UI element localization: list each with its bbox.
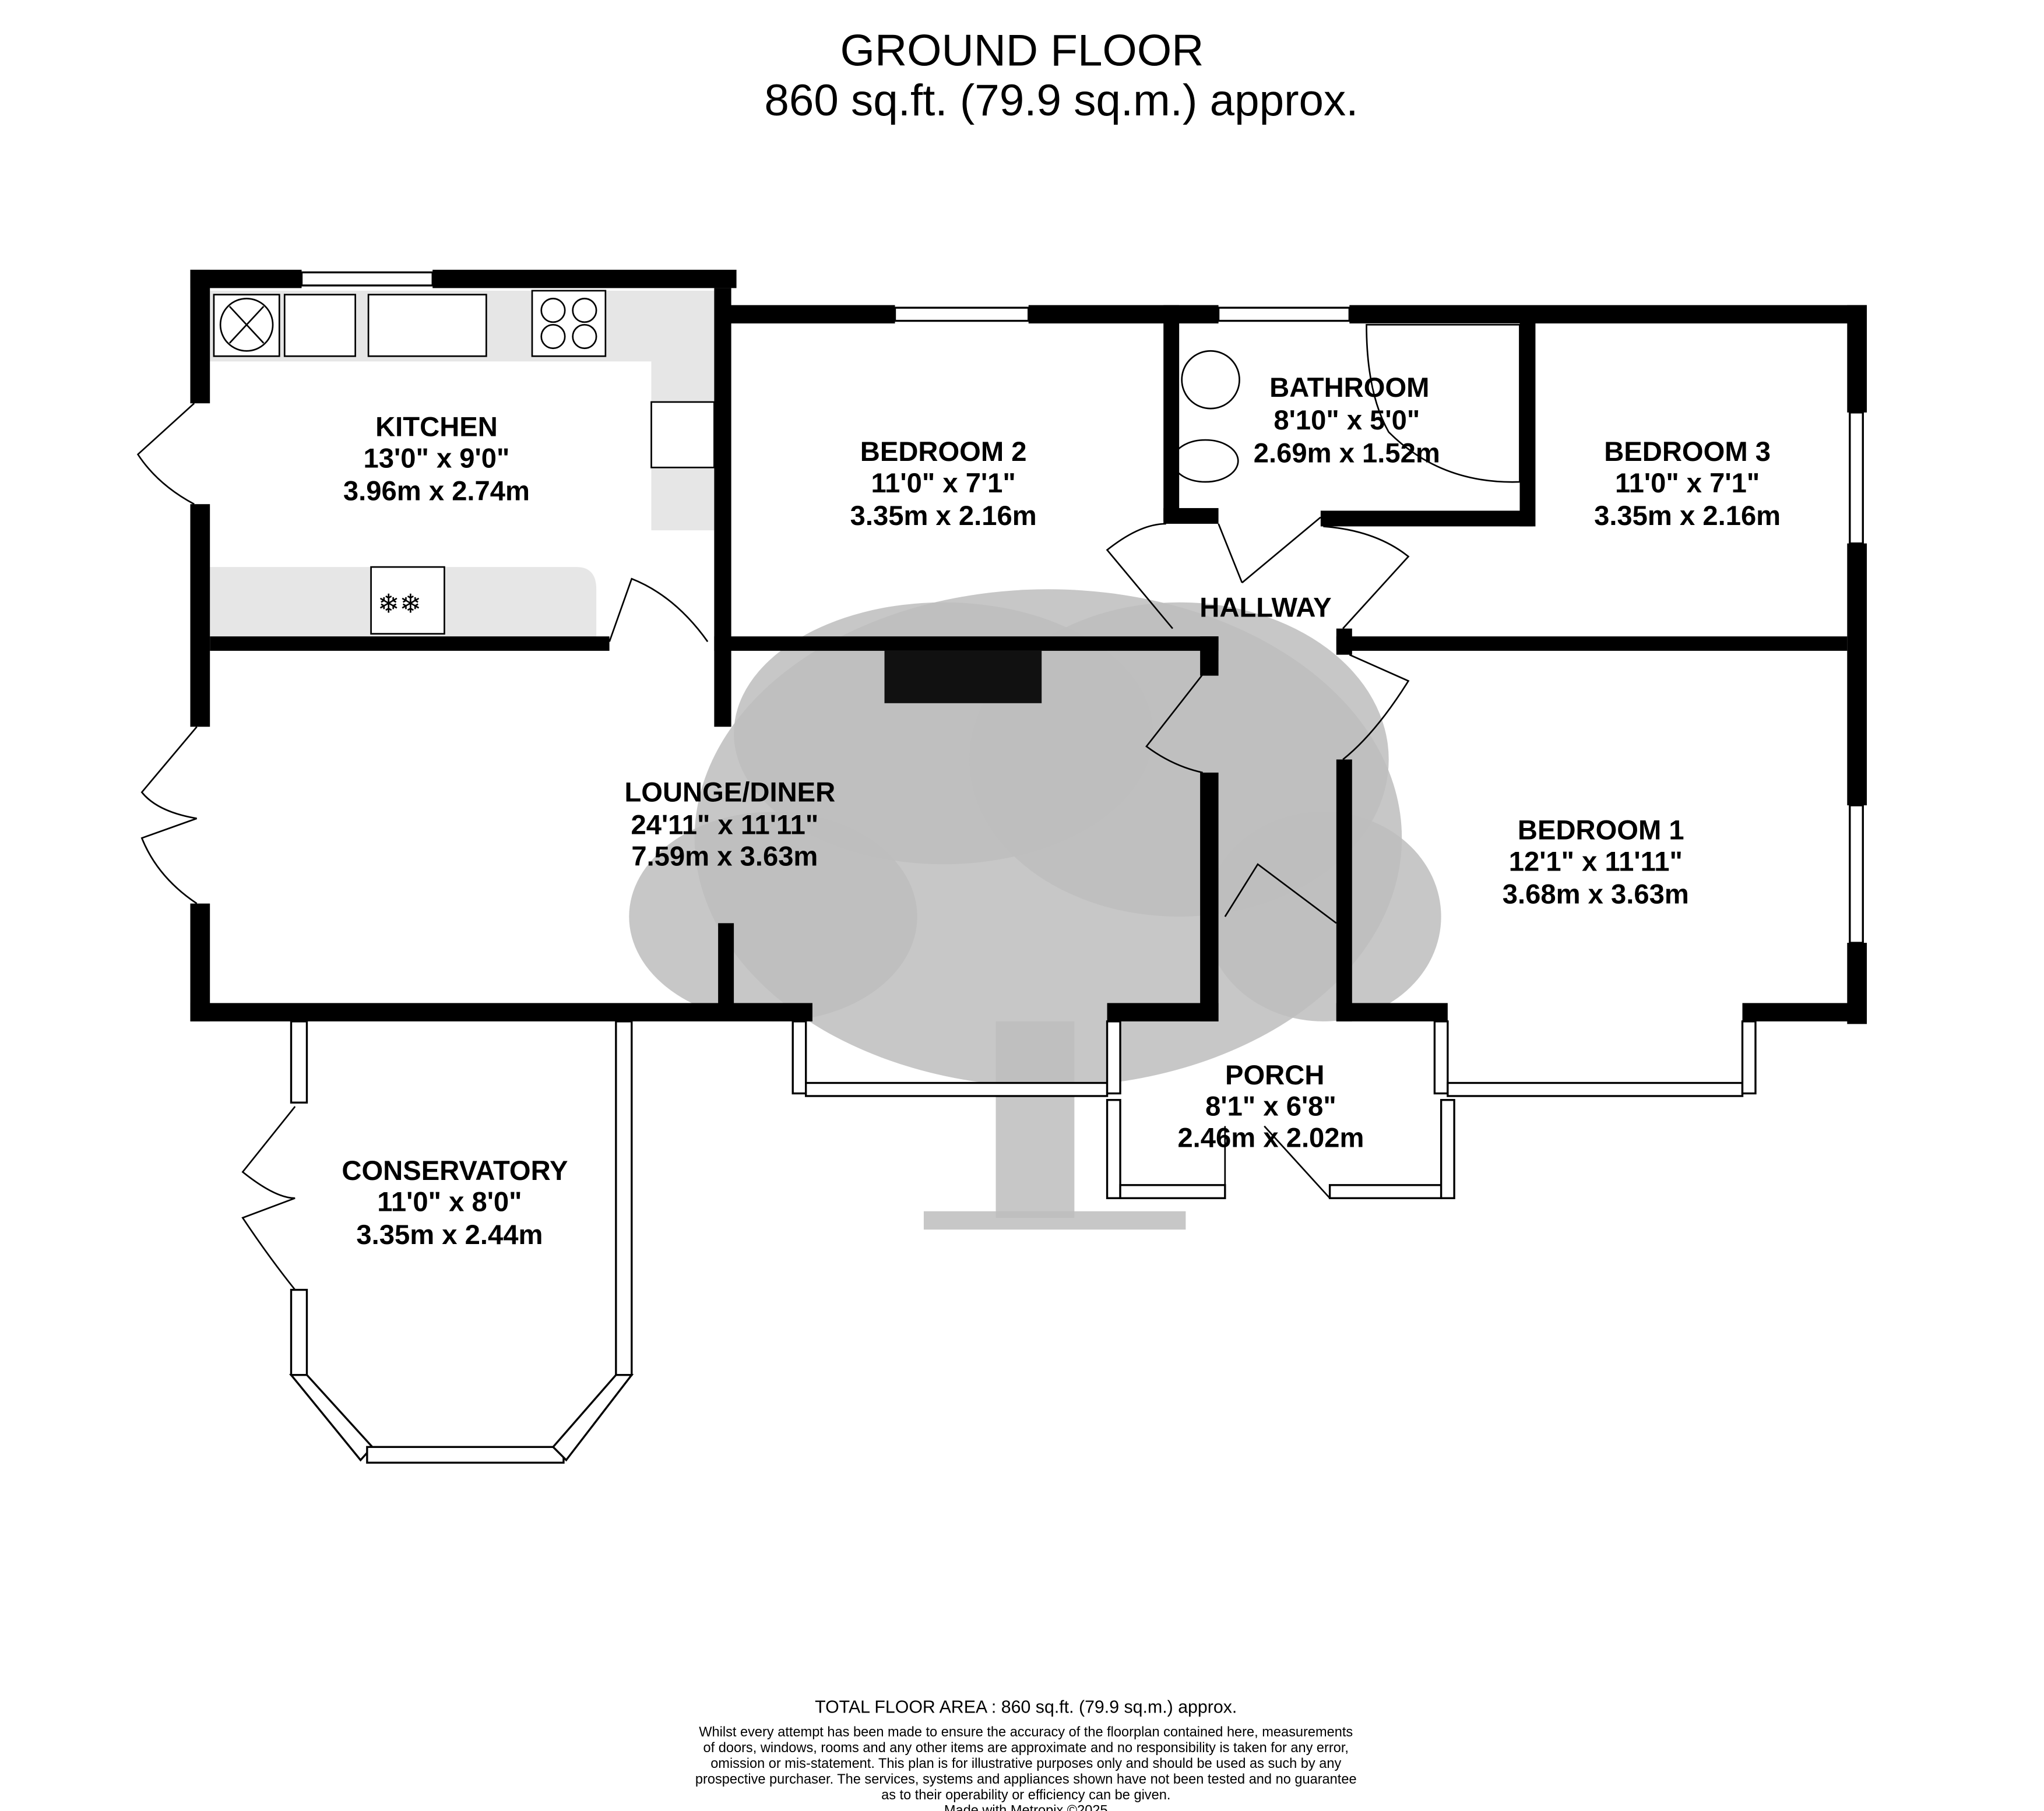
total-floor-area: TOTAL FLOOR AREA : 860 sq.ft. (79.9 sq.m…: [815, 1697, 1237, 1717]
toilet-icon: [1171, 439, 1239, 483]
svg-text:BEDROOM 3: BEDROOM 3: [1604, 436, 1771, 467]
svg-text:KITCHEN: KITCHEN: [375, 411, 498, 442]
floor-area: 860 sq.ft. (79.9 sq.m.) approx.: [764, 76, 1358, 125]
svg-text:8'10" x 5'0": 8'10" x 5'0": [1273, 405, 1420, 436]
bathroom-fittings: [1171, 323, 1521, 483]
svg-text:7.59m x 3.63m: 7.59m x 3.63m: [631, 841, 818, 872]
svg-text:3.35m x 2.16m: 3.35m x 2.16m: [1594, 501, 1781, 531]
svg-text:omission or mis-statement. Thi: omission or mis-statement. This plan is …: [710, 1756, 1341, 1771]
svg-text:3.96m x 2.74m: 3.96m x 2.74m: [343, 475, 530, 506]
svg-text:Whilst every attempt has been: Whilst every attempt has been made to en…: [699, 1724, 1353, 1739]
svg-text:11'0" x 7'1": 11'0" x 7'1": [1615, 468, 1760, 499]
room-lounge-diner: LOUNGE/DINER 24'11" x 11'11" 7.59m x 3.6…: [624, 777, 835, 872]
svg-text:BEDROOM 2: BEDROOM 2: [860, 436, 1027, 467]
corner-bath-icon: [1366, 323, 1521, 483]
room-bedroom-1: BEDROOM 1 12'1" x 11'11" 3.68m x 3.63m: [1503, 815, 1689, 910]
fridge-freezer-icon: [370, 566, 445, 635]
svg-text:BATHROOM: BATHROOM: [1269, 372, 1429, 403]
dishwasher-icon: [283, 294, 356, 357]
basin-icon: [1181, 350, 1240, 410]
room-conservatory: CONSERVATORY 11'0" x 8'0" 3.35m x 2.44m: [342, 1155, 568, 1250]
svg-text:as to their operability or eff: as to their operability or efficiency ca…: [881, 1787, 1170, 1802]
svg-text:LOUNGE/DINER: LOUNGE/DINER: [624, 777, 835, 808]
svg-text:PORCH: PORCH: [1225, 1060, 1324, 1091]
room-porch: PORCH 8'1" x 6'8" 2.46m x 2.02m: [1177, 1060, 1364, 1154]
svg-text:3.35m x 2.16m: 3.35m x 2.16m: [850, 501, 1037, 531]
svg-text:HALLWAY: HALLWAY: [1199, 592, 1331, 623]
room-bathroom: BATHROOM 8'10" x 5'0" 2.69m x 1.52m: [1254, 372, 1440, 468]
svg-text:11'0" x 7'1": 11'0" x 7'1": [871, 468, 1016, 499]
svg-text:3.68m x 3.63m: 3.68m x 3.63m: [1503, 879, 1689, 910]
svg-text:3.35m x 2.44m: 3.35m x 2.44m: [356, 1220, 543, 1250]
svg-text:prospective purchaser. The ser: prospective purchaser. The services, sys…: [695, 1771, 1357, 1787]
room-hallway: HALLWAY: [1199, 592, 1331, 623]
doors: [136, 403, 1410, 1291]
svg-text:2.46m x 2.02m: 2.46m x 2.02m: [1177, 1123, 1364, 1154]
room-kitchen: KITCHEN 13'0" x 9'0" 3.96m x 2.74m: [343, 411, 530, 506]
windows: [289, 271, 1864, 1464]
fireplace-icon: [884, 650, 1042, 703]
svg-text:11'0" x 8'0": 11'0" x 8'0": [377, 1187, 522, 1218]
walls: [190, 269, 1867, 1024]
room-bedroom-2: BEDROOM 2 11'0" x 7'1" 3.35m x 2.16m: [850, 436, 1037, 531]
microwave-icon: [650, 401, 715, 468]
snowflake-icon: ❄❄: [378, 589, 421, 619]
kitchen-fittings: ❄❄: [210, 290, 1042, 703]
credit: Made with Metropix ©2025: [944, 1803, 1108, 1811]
svg-text:BEDROOM 1: BEDROOM 1: [1518, 815, 1684, 846]
svg-text:12'1" x 11'11": 12'1" x 11'11": [1509, 846, 1683, 877]
floor-name: GROUND FLOOR: [840, 26, 1204, 75]
svg-text:CONSERVATORY: CONSERVATORY: [342, 1155, 568, 1186]
svg-text:24'11" x 11'11": 24'11" x 11'11": [631, 810, 818, 841]
tree-watermark: [629, 589, 1441, 1230]
svg-text:13'0" x 9'0": 13'0" x 9'0": [364, 443, 510, 474]
hob-icon: [531, 290, 607, 357]
room-bedroom-3: BEDROOM 3 11'0" x 7'1" 3.35m x 2.16m: [1594, 436, 1781, 531]
sink-icon: [367, 294, 487, 357]
svg-text:8'1" x 6'8": 8'1" x 6'8": [1205, 1091, 1336, 1122]
disclaimer: Whilst every attempt has been made to en…: [695, 1724, 1357, 1802]
svg-text:2.69m x 1.52m: 2.69m x 1.52m: [1254, 438, 1440, 468]
svg-text:of doors, windows, rooms and a: of doors, windows, rooms and any other i…: [703, 1740, 1349, 1755]
